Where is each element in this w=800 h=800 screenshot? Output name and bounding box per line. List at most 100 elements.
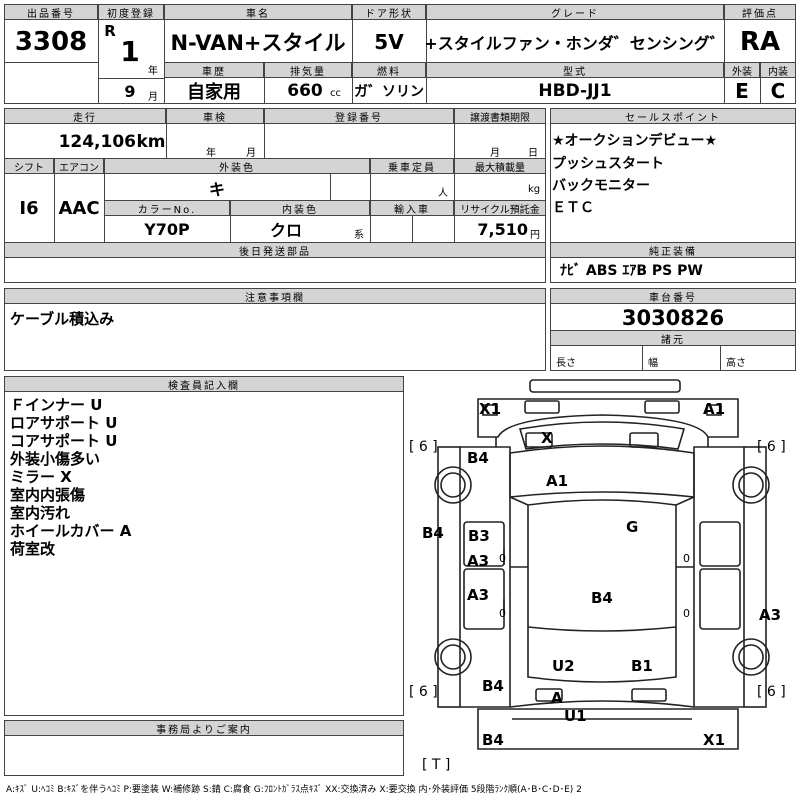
diag-u2: U2 <box>552 657 575 675</box>
inspector-label: 検査員記入欄 <box>4 376 404 392</box>
int-color-label: 内装色 <box>230 200 370 216</box>
diag-a1-hood: A1 <box>546 472 569 490</box>
sales-line: プッシュスタート <box>552 156 664 172</box>
year-unit: 年 <box>148 66 158 77</box>
equipment: ﾅﾋﾞ ABS ｴｱB PS PW <box>560 263 703 279</box>
diag-u1: U1 <box>564 707 587 725</box>
ext-label: 外装 <box>724 62 760 78</box>
spec-length: 長さ <box>556 358 576 369</box>
reg-no-label: 登録番号 <box>264 108 454 124</box>
diag-zero-l2: 0 <box>499 607 506 620</box>
score-label: 評価点 <box>724 4 796 20</box>
diag-b1: B1 <box>631 657 653 675</box>
diag-b4-left: B4 <box>422 524 444 542</box>
inspector-line: ロアサポート U <box>10 414 118 432</box>
transfer-label: 譲渡書類期限 <box>454 108 546 124</box>
first-reg-label: 初度登録 <box>98 4 164 20</box>
max-load-unit: kg <box>528 184 541 195</box>
mileage-unit: km <box>136 132 166 152</box>
diag-six-br: [ 6 ] <box>757 684 786 700</box>
notes: ケーブル積込み <box>10 309 115 328</box>
color-no: Y70P <box>144 219 190 239</box>
specs-label: 諸元 <box>550 330 796 346</box>
grade-label: グレード <box>426 4 724 20</box>
diag-a3-mid: A3 <box>467 552 490 570</box>
displacement: 660 <box>287 81 323 101</box>
diag-x1-tl: X1 <box>479 400 502 418</box>
diag-six-tr: [ 6 ] <box>757 439 786 455</box>
fuel: ガ゛ソリン <box>354 84 424 100</box>
inspection-month-unit: 月 <box>246 148 256 159</box>
header-block <box>4 4 796 104</box>
int-color: クロ <box>269 221 302 240</box>
int-label: 内装 <box>760 62 796 78</box>
car-name: N-VAN+スタイル <box>170 31 346 55</box>
diag-a1-tr: A1 <box>703 400 726 418</box>
diag-b4-roof: B4 <box>591 589 613 607</box>
inspector-line: 荷室改 <box>10 540 56 558</box>
shift: I6 <box>19 197 39 219</box>
diag-six-bl: [ 6 ] <box>409 684 438 700</box>
history: 自家用 <box>187 82 241 103</box>
fuel-label: 燃料 <box>352 62 426 78</box>
inspection-label: 車検 <box>166 108 264 124</box>
shift-label: シフト <box>4 158 54 174</box>
mileage-label: 走行 <box>4 108 166 124</box>
vehicle-diagram <box>434 379 770 750</box>
diag-six-tl: [ 6 ] <box>409 439 438 455</box>
chassis-number: 3030826 <box>621 306 725 330</box>
model-label: 型式 <box>426 62 724 78</box>
diag-zero-r1: 0 <box>683 552 690 565</box>
max-load-label: 最大積載量 <box>454 158 546 174</box>
sales-label: セールスポイント <box>550 108 796 124</box>
spec-width: 幅 <box>648 358 658 369</box>
diag-a3-right: A3 <box>759 606 782 624</box>
office-label: 事務局よりご案内 <box>4 720 404 736</box>
spec-height: 高さ <box>726 358 746 369</box>
recycle-label: リサイクル預託金 <box>454 200 546 216</box>
color-no-label: カラーNo. <box>104 200 230 216</box>
diag-b4-rear-l: B4 <box>482 677 504 695</box>
displacement-label: 排気量 <box>264 62 352 78</box>
diag-zero-r2: 0 <box>683 607 690 620</box>
era: R <box>104 22 116 40</box>
diag-t: [ T ] <box>422 757 451 773</box>
diag-zero-l1: 0 <box>499 552 506 565</box>
sales-line: ★オークションデビュー★ <box>552 133 718 149</box>
inspector-line: コアサポート U <box>10 432 118 450</box>
equipment-label: 純正装備 <box>550 242 796 258</box>
inspection-year-unit: 年 <box>206 148 216 159</box>
later-parts-label: 後日発送部品 <box>4 242 546 258</box>
door-type: 5V <box>374 30 404 54</box>
diag-b3: B3 <box>468 527 490 545</box>
ac-label: エアコン <box>54 158 104 174</box>
diag-a3-left: A3 <box>467 586 490 604</box>
ext-color-label: 外装色 <box>104 158 370 174</box>
diag-b4-front: B4 <box>467 449 489 467</box>
displacement-unit: cc <box>330 88 341 99</box>
transfer-month: 月 <box>490 148 500 159</box>
history-label: 車歴 <box>164 62 264 78</box>
model: HBD-JJ1 <box>538 81 612 101</box>
diag-x1-br: X1 <box>703 731 726 749</box>
recycle-unit: 円 <box>530 230 540 241</box>
sales-line: バックモニター <box>552 178 650 194</box>
grade: +スタイルファン・ホンダ゛センシング゛ <box>424 34 726 53</box>
diag-g-hood: G <box>626 518 639 536</box>
capacity-unit: 人 <box>438 188 448 199</box>
recycle: 7,510 <box>477 219 528 239</box>
ext-color: キ <box>208 180 225 199</box>
lot-label: 出品番号 <box>4 4 98 20</box>
inspector-line: 室内汚れ <box>10 504 71 522</box>
inspector-line: Ｆインナー U <box>10 396 103 414</box>
reg-month: 9 <box>124 81 136 101</box>
car-name-label: 車名 <box>164 4 352 20</box>
import-label: 輸入車 <box>370 200 454 216</box>
lot-number: 3308 <box>14 27 88 57</box>
score: RA <box>739 27 781 57</box>
inspector-line: 外装小傷多い <box>10 450 101 468</box>
chassis-label: 車台番号 <box>550 288 796 304</box>
reg-year: 1 <box>120 34 140 68</box>
int-color-unit: 系 <box>354 230 364 241</box>
ac: AAC <box>58 197 100 219</box>
